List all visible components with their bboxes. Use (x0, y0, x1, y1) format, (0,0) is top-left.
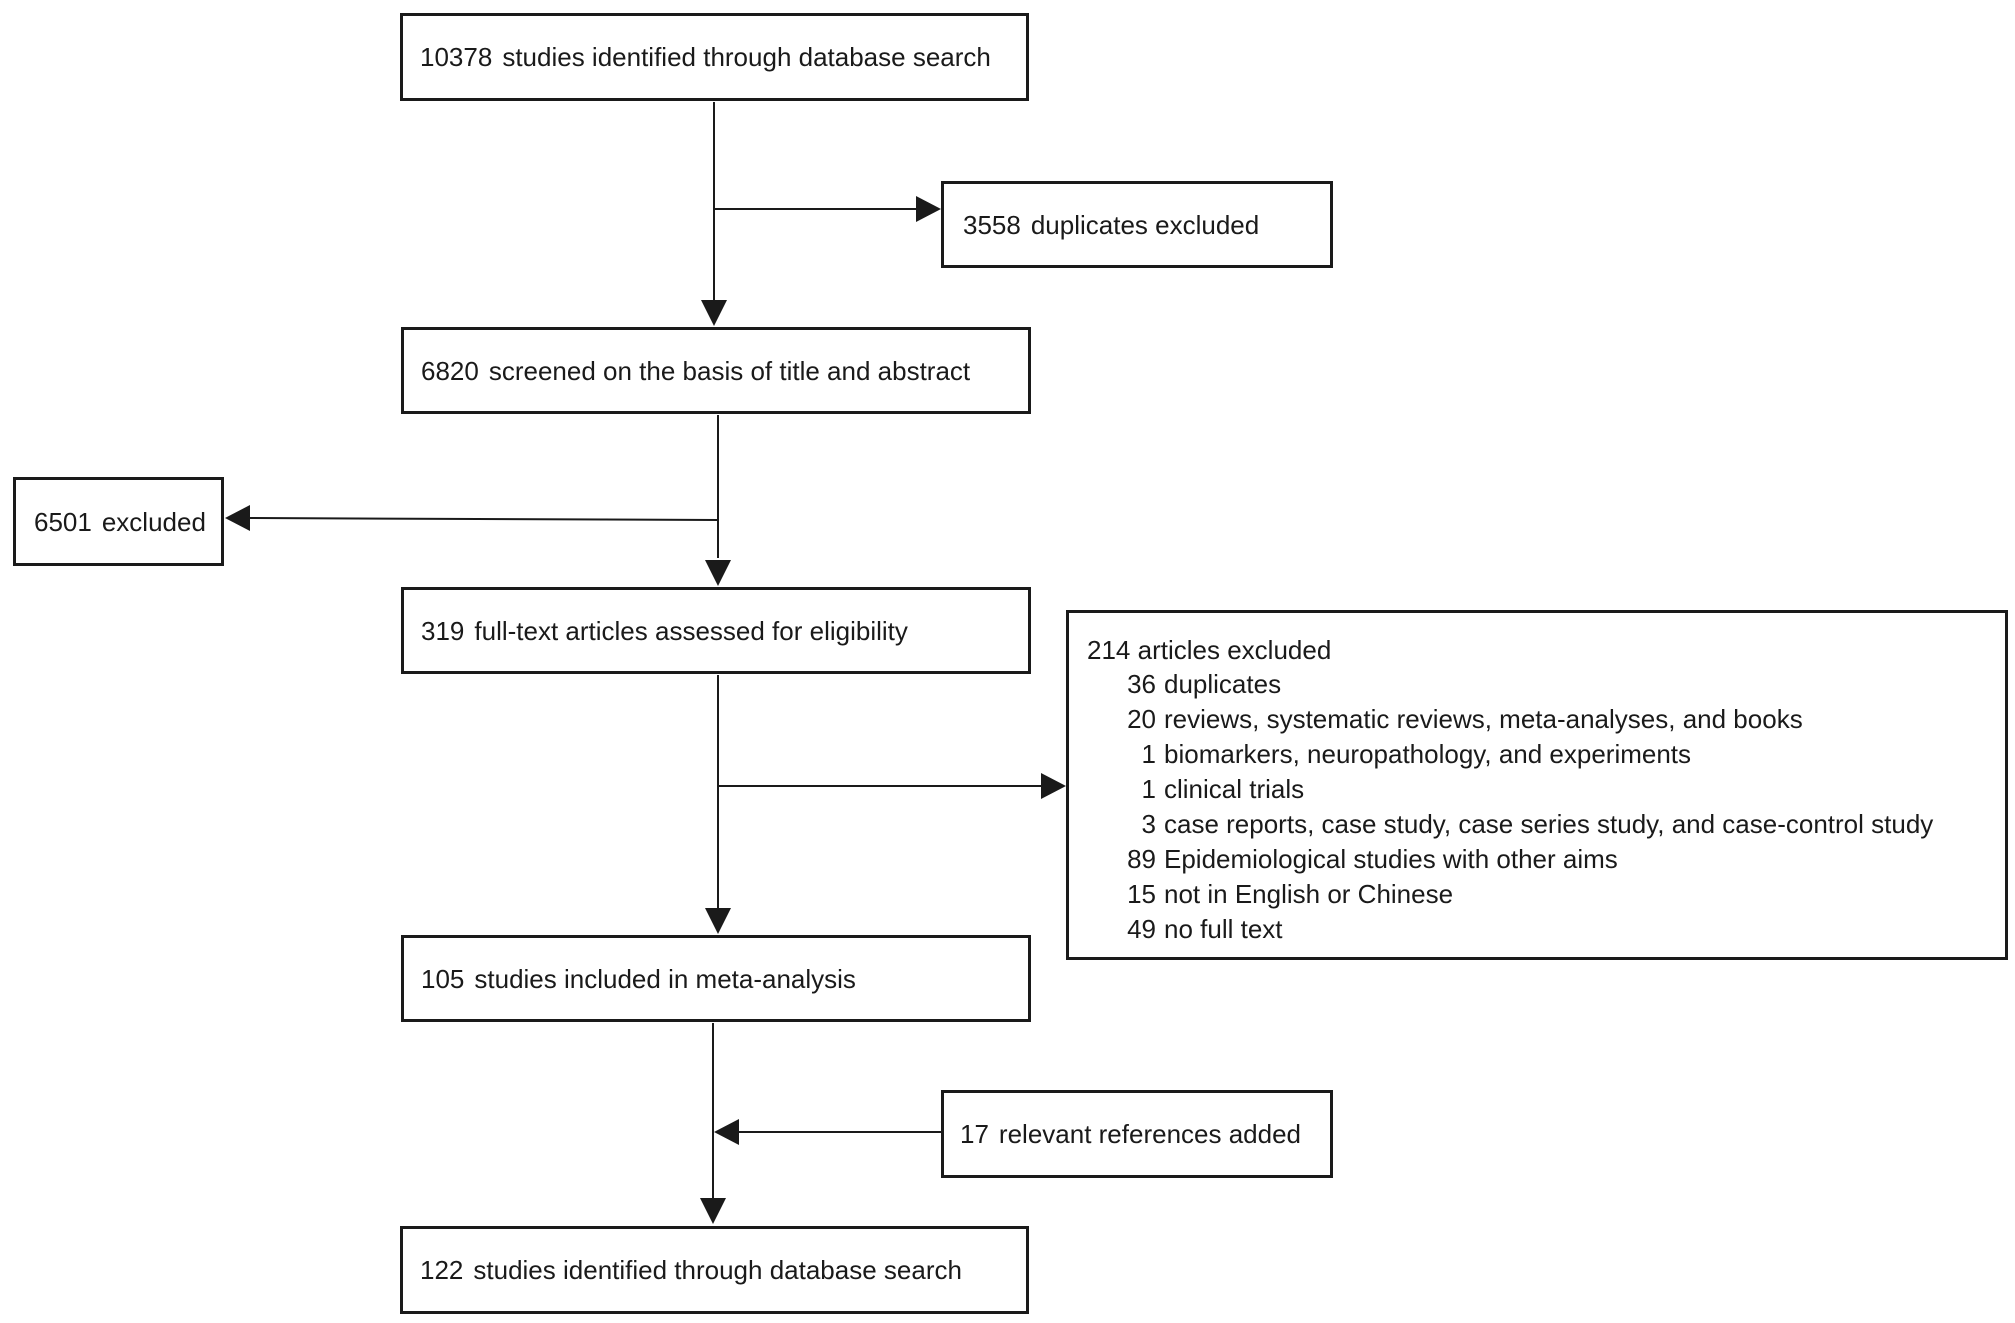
exclusion-reason: 36 duplicates (1087, 667, 2005, 702)
reason-text: clinical trials (1164, 774, 1305, 804)
arrowhead-left (714, 1119, 739, 1145)
arrowhead-down (701, 300, 727, 326)
identified-text: studies identified through database sear… (502, 42, 991, 72)
reason-count: 15 (1127, 879, 1156, 909)
reason-text: reviews, systematic reviews, meta-analys… (1164, 704, 1803, 734)
fulltext-text: full-text articles assessed for eligibil… (474, 615, 908, 646)
arrowhead-right (916, 196, 941, 222)
reason-count: 1 (1141, 739, 1156, 769)
exclusion-reason: 20 reviews, systematic reviews, meta-anal… (1087, 702, 2005, 737)
exclusion-reason: 1 clinical trials (1087, 772, 2005, 807)
arrowhead-down (700, 1198, 726, 1224)
screened-text: screened on the basis of title and abstr… (488, 355, 971, 386)
identified-box: 10378 studies identified through databas… (400, 13, 1029, 101)
arrowhead-down (705, 908, 731, 934)
fulltext-excluded-heading: 214 articles excluded (1087, 633, 2005, 667)
added-text: relevant references added (998, 1119, 1302, 1149)
reason-count: 20 (1127, 704, 1156, 734)
fulltext-excluded-text: articles excluded (1137, 635, 1332, 665)
screened-box: 6820 screened on the basis of title and … (401, 327, 1031, 414)
identified-count: 10378 (420, 42, 493, 72)
duplicates-count: 3558 (963, 209, 1021, 240)
exclusion-reason: 49 no full text (1087, 912, 2005, 947)
arrowhead-right (1041, 773, 1066, 799)
references-added-box: 17 relevant references added (941, 1090, 1333, 1178)
duplicates-excluded-box: 3558 duplicates excluded (941, 181, 1333, 268)
reason-text: biomarkers, neuropathology, and experime… (1164, 739, 1692, 769)
fulltext-excluded-box: 214 articles excluded 36 duplicates 20 rev… (1066, 610, 2008, 960)
included-box: 105 studies included in meta-analysis (401, 935, 1031, 1022)
reason-count: 36 (1127, 669, 1156, 699)
reason-count: 89 (1127, 844, 1156, 874)
final-count: 122 (420, 1255, 464, 1285)
reason-text: case reports, case study, case series st… (1164, 809, 1934, 839)
screening-excluded-text: excluded (101, 506, 206, 537)
exclusion-reason: 15 not in English or Chinese (1087, 877, 2005, 912)
reason-text: duplicates (1164, 669, 1282, 699)
exclusion-reason: 3 case reports, case study, case series s… (1087, 807, 2005, 842)
screened-count: 6820 (421, 355, 479, 386)
reason-count: 1 (1141, 774, 1156, 804)
added-count: 17 (960, 1119, 989, 1149)
final-text: studies identified through database sear… (473, 1255, 962, 1285)
included-count: 105 (421, 963, 465, 994)
duplicates-text: duplicates excluded (1030, 209, 1260, 240)
exclusion-reason: 89 Epidemiological studies with other aim… (1087, 842, 2005, 877)
fulltext-excluded-count: 214 (1087, 635, 1131, 665)
exclusion-reasons-list: 36 duplicates 20 reviews, systematic revie… (1087, 667, 2005, 947)
screening-excluded-box: 6501 excluded (13, 477, 224, 566)
fulltext-box: 319 full-text articles assessed for elig… (401, 587, 1031, 674)
included-text: studies included in meta-analysis (474, 963, 856, 994)
reason-text: Epidemiological studies with other aims (1164, 844, 1618, 874)
fulltext-count: 319 (421, 615, 465, 646)
reason-count: 49 (1127, 914, 1156, 944)
arrowhead-left (225, 505, 250, 531)
reason-text: no full text (1164, 914, 1283, 944)
reason-count: 3 (1141, 809, 1156, 839)
exclusion-reason: 1 biomarkers, neuropathology, and experim… (1087, 737, 2005, 772)
arrowhead-down (705, 560, 731, 586)
screening-excluded-count: 6501 (34, 506, 92, 537)
reason-text: not in English or Chinese (1164, 879, 1454, 909)
final-box: 122 studies identified through database … (400, 1226, 1029, 1314)
